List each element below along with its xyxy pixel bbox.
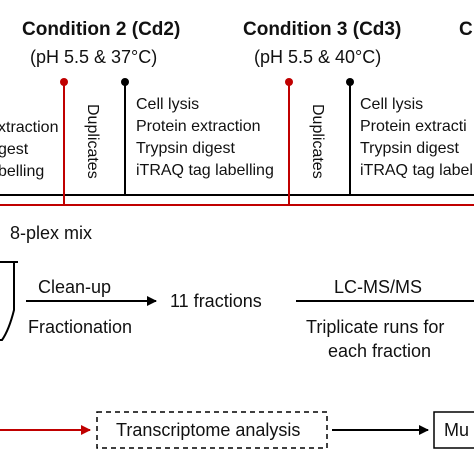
fractionation-label: Fractionation: [28, 317, 133, 337]
cd2-subtitle: (pH 5.5 & 37°C): [30, 47, 158, 67]
cd3-step-4: iTRAQ tag labell: [360, 162, 474, 179]
cd3-step-3: Trypsin digest: [360, 140, 459, 157]
mu-label: Mu: [444, 420, 470, 440]
cd3-step-2: Protein extracti: [360, 118, 467, 135]
transcriptome-label: Transcriptome analysis: [116, 420, 301, 440]
triplicate-label-1: Triplicate runs for: [306, 317, 445, 337]
mu-box: [433, 411, 474, 449]
cd3-step-1: Cell lysis: [360, 96, 424, 113]
triplicate-label-2: each fraction: [328, 341, 432, 361]
left-step-1: xtraction: [0, 119, 59, 136]
cd3-duplicates-label: Duplicates: [309, 104, 326, 179]
left-step-3: belling: [0, 163, 45, 180]
left-step-2: gest: [0, 141, 29, 158]
cd2-step-3: Trypsin digest: [136, 140, 235, 157]
cd3-title: Condition 3 (Cd3): [243, 19, 402, 40]
cd2-step-2: Protein extraction: [136, 118, 261, 135]
cd2-step-1: Cell lysis: [136, 96, 200, 113]
cd2-red-dot: [60, 78, 68, 86]
cd4-title-partial: C: [459, 19, 473, 40]
cd2-title: Condition 2 (Cd2): [22, 19, 181, 40]
transcriptome-box: [96, 411, 328, 449]
mix-label: 8-plex mix: [10, 223, 93, 243]
cd3-black-dot: [346, 78, 354, 86]
cd3-red-dot: [285, 78, 293, 86]
cd3-steps: Cell lysis Protein extracti Trypsin dige…: [360, 94, 474, 182]
cd2-duplicates-label: Duplicates: [84, 104, 101, 179]
lcms-label: LC-MS/MS: [334, 277, 423, 297]
tube-icon: [0, 261, 15, 341]
cd2-step-4: iTRAQ tag labelling: [136, 162, 274, 179]
cd2-black-dot: [121, 78, 129, 86]
cd3-subtitle: (pH 5.5 & 40°C): [254, 47, 382, 67]
left-steps: xtraction gest belling: [0, 117, 58, 183]
cd2-steps: Cell lysis Protein extraction Trypsin di…: [136, 94, 274, 182]
fractions-label: 11 fractions: [170, 291, 262, 311]
cleanup-label: Clean-up: [38, 277, 112, 297]
